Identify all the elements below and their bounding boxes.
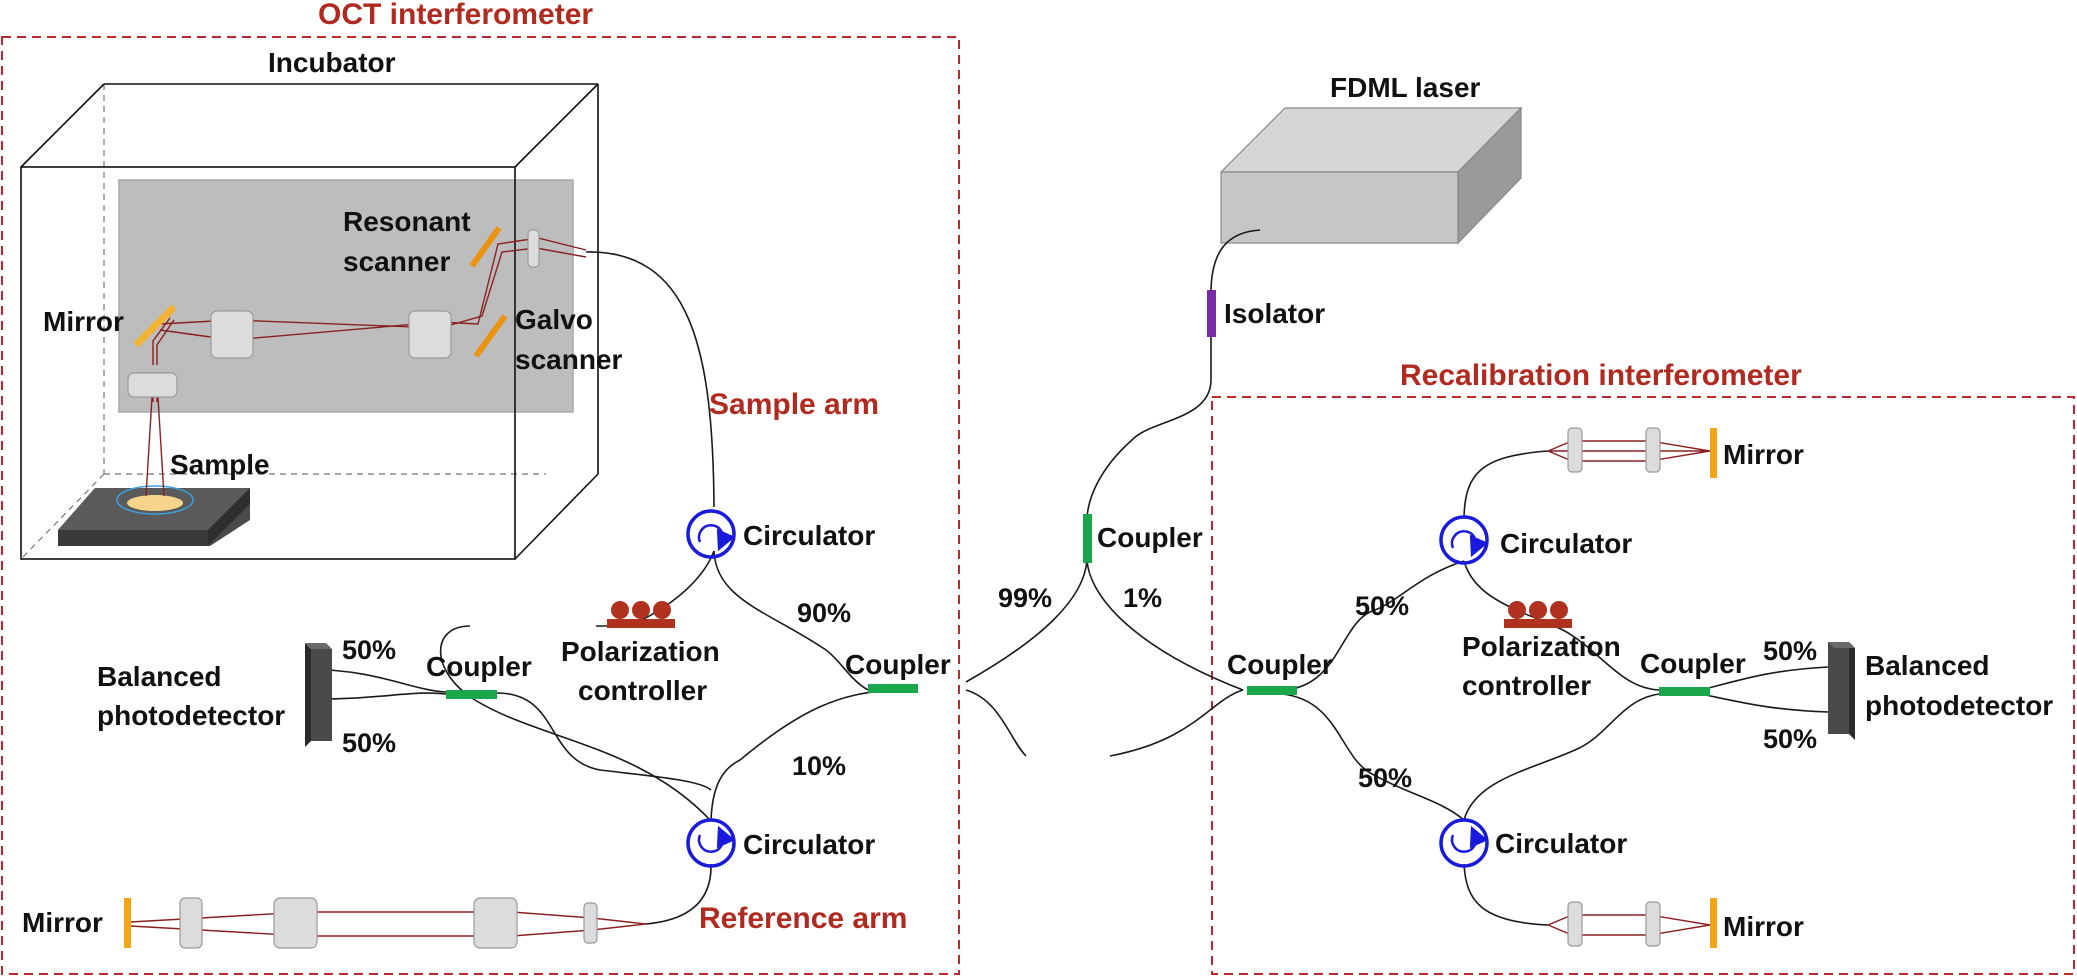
mirror-recal-top-label: Mirror — [1723, 439, 1804, 470]
polarization-controller-right-icon — [1504, 601, 1572, 628]
circulator-recal-top-label: Circulator — [1500, 528, 1632, 559]
resonant-scanner-icon — [469, 226, 502, 268]
mirror-reference-label: Mirror — [22, 907, 103, 938]
coupler-recal-detector-label: Coupler — [1640, 648, 1746, 679]
polarization-left-label-2: controller — [578, 675, 707, 706]
fiber-network — [306, 229, 1829, 926]
mirror-recal-bottom-icon — [1710, 898, 1717, 948]
resonant-scanner-label-1: Resonant — [343, 206, 471, 237]
isolator-icon — [1207, 290, 1216, 337]
galvo-scanner-label-1: Galvo — [515, 304, 593, 335]
polarization-right-label-1: Polarization — [1462, 631, 1621, 662]
reference-arm-optics — [124, 897, 647, 949]
split-right-detector-top-label: 50% — [1763, 636, 1817, 666]
sample-dish — [127, 495, 183, 511]
balanced-photodetector-left-label-1: Balanced — [97, 661, 222, 692]
sample-stage — [58, 485, 250, 546]
coupler-oct-detector-label: Coupler — [426, 651, 532, 682]
coupler-recal-main-label: Coupler — [1227, 649, 1333, 680]
incubator-label: Incubator — [268, 47, 396, 78]
galvo-scanner-label-2: scanner — [515, 344, 622, 375]
tube-lens-icon — [408, 310, 452, 359]
sample-label: Sample — [170, 449, 270, 480]
collimator-icon — [527, 229, 540, 268]
balanced-photodetector-left-icon — [305, 643, 332, 747]
recalibration-interferometer-title: Recalibration interferometer — [1400, 359, 1802, 392]
balanced-photodetector-left-label-2: photodetector — [97, 700, 285, 731]
split-90-label: 90% — [797, 598, 851, 628]
fdml-laser-box — [1219, 106, 1523, 245]
circulator-sample-icon — [686, 509, 736, 559]
coupler-center-label: Coupler — [1097, 522, 1203, 553]
circulator-recal-top-icon — [1439, 515, 1489, 565]
circulator-reference-icon — [686, 818, 736, 868]
scan-lens-icon — [210, 310, 254, 359]
isolator-label: Isolator — [1224, 298, 1325, 329]
incubator-box — [20, 83, 599, 560]
recalibration-interferometer-frame — [1211, 396, 2075, 975]
optical-breadboard — [118, 179, 574, 413]
split-recal-top-label: 50% — [1355, 591, 1409, 621]
mirror-incubator-label: Mirror — [43, 306, 124, 337]
resonant-scanner-label-2: scanner — [343, 246, 450, 277]
coupler-center-icon — [1083, 514, 1092, 563]
balanced-photodetector-right-label-1: Balanced — [1865, 650, 1990, 681]
sample-arm-label: Sample arm — [709, 388, 879, 421]
polarization-left-label-1: Polarization — [561, 636, 720, 667]
scan-optics — [127, 226, 587, 497]
split-left-detector-top-label: 50% — [342, 635, 396, 665]
coupler-oct-main-icon — [868, 684, 918, 693]
circulator-recal-bottom-icon — [1439, 818, 1489, 868]
circulator-recal-bottom-label: Circulator — [1495, 828, 1627, 859]
mirror-incubator-icon — [133, 304, 177, 348]
circulator-sample-label: Circulator — [743, 520, 875, 551]
split-1-label: 1% — [1123, 583, 1162, 613]
split-99-label: 99% — [998, 583, 1052, 613]
split-right-detector-bottom-label: 50% — [1763, 724, 1817, 754]
split-10-label: 10% — [792, 751, 846, 781]
balanced-photodetector-right-label-2: photodetector — [1865, 690, 2053, 721]
mirror-recal-top-icon — [1710, 428, 1717, 478]
oct-interferometer-title: OCT interferometer — [318, 0, 593, 31]
mirror-reference-icon — [124, 898, 131, 948]
fdml-laser-label: FDML laser — [1330, 72, 1481, 103]
balanced-photodetector-right-icon — [1828, 642, 1855, 740]
coupler-recal-main-icon — [1247, 686, 1297, 695]
reference-arm-label: Reference arm — [699, 902, 907, 935]
galvo-scanner-icon — [473, 314, 508, 358]
circulator-reference-label: Circulator — [743, 829, 875, 860]
coupler-recal-detector-icon — [1659, 687, 1710, 696]
split-recal-bottom-label: 50% — [1358, 763, 1412, 793]
coupler-oct-main-label: Coupler — [845, 649, 951, 680]
polarization-controller-left-icon — [607, 601, 675, 628]
split-left-detector-bottom-label: 50% — [342, 728, 396, 758]
polarization-right-label-2: controller — [1462, 670, 1591, 701]
coupler-oct-detector-icon — [446, 690, 497, 699]
recal-arm-optics — [1547, 427, 1717, 948]
mirror-recal-bottom-label: Mirror — [1723, 911, 1804, 942]
oct-interferometer-frame — [1, 36, 960, 975]
objective-lens-icon — [127, 372, 178, 398]
